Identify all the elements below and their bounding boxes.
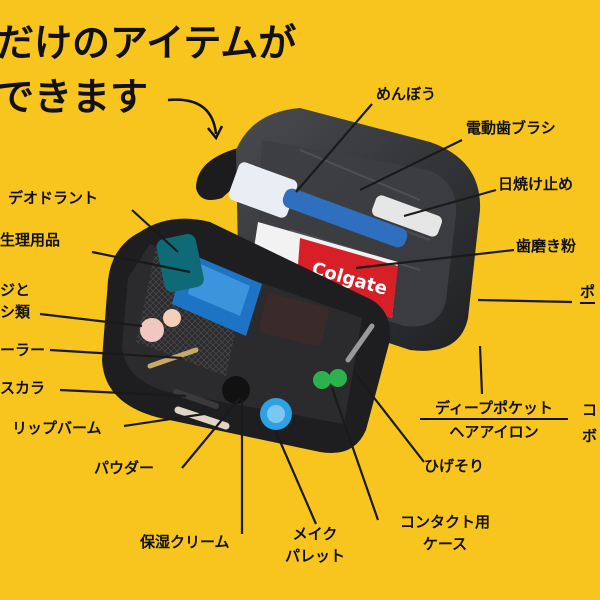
label-sunscreen: 日焼け止め [498,175,574,193]
label-sponge-line-1: ジと [0,281,31,299]
label-razor: ひげそり [424,457,485,475]
label-hair-iron: ヘアアイロン [449,423,539,441]
headline-line-2: できます [0,75,149,119]
label-powder: パウダー [94,459,155,477]
makeup-palette [259,294,329,346]
leader-lines [39,103,573,534]
label-pocket-partial: ポ [580,283,596,305]
headline-line-1: だけのアイテムが [0,21,297,65]
label-curler: ーラー [0,341,46,359]
label-toothbrush: 電動歯ブラシ [466,119,556,137]
label-right-partial-1: コ [582,401,598,419]
label-deep-pocket: ディープポケット [420,399,568,421]
deodorant [156,233,204,293]
label-contact-line-2: ケース [422,535,468,553]
label-sponge-line-2: シ類 [0,303,31,321]
razor [345,323,375,363]
label-moisture: 保湿クリーム [140,533,230,551]
label-mascara: スカラ [0,379,46,397]
sponge [140,318,164,342]
label-toothpaste: 歯磨き粉 [516,237,577,255]
label-menbou: めんぼう [376,85,437,103]
mascara [173,389,219,409]
arrow-icon [167,98,218,135]
contact-case [313,369,347,389]
label-right-partial-2: ボ [582,427,598,445]
label-palette-line-2: パレット [284,547,345,565]
label-sanitary: 生理用品 [0,231,61,249]
label-lipbalm: リップバーム [12,419,102,437]
label-contact-line-1: コンタクト用 [399,513,490,531]
moisture-cream [222,376,250,404]
electric-toothbrush [228,162,408,248]
label-deodorant: デオドラント [8,189,99,207]
label-palette-line-1: メイク [292,525,338,543]
